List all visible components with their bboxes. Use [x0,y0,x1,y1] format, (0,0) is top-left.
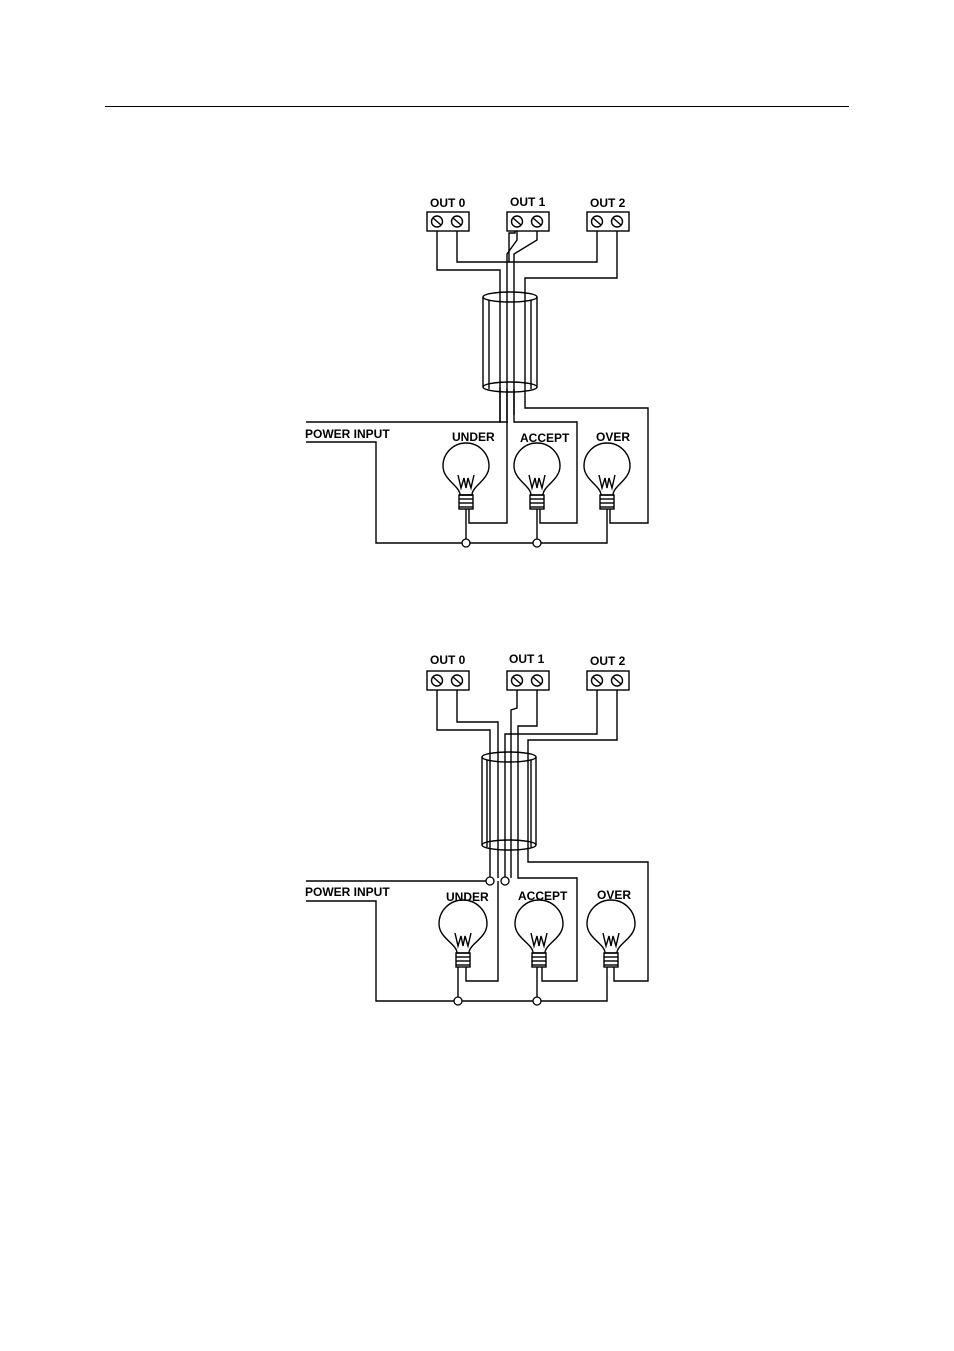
junction-node [533,539,541,547]
junction-node [462,539,470,547]
cable-shield [483,292,537,392]
terminal-block-out2 [587,212,629,231]
junction-node [454,997,462,1005]
terminal-wires [437,690,648,981]
header-rule [105,106,849,107]
lamp-under-icon [439,900,487,981]
terminal-label-out2: OUT 2 [590,654,626,668]
junction-node [501,877,509,885]
terminal-label-out1: OUT 1 [510,195,546,209]
terminal-block-out2 [587,671,629,690]
terminal-label-out0: OUT 0 [430,653,466,667]
wiring-diagram-1: OUT 0 OUT 1 OUT 2 [300,190,656,550]
terminal-block-out1 [507,212,549,231]
lamp-under-icon [443,443,489,523]
terminal-label-out2: OUT 2 [590,196,626,210]
lamp-label-accept: ACCEPT [520,431,570,445]
lamp-over-icon [587,900,635,981]
lamp-over-icon [584,443,630,523]
junction-node [533,997,541,1005]
terminal-label-out0: OUT 0 [430,196,466,210]
terminal-block-out1 [507,671,549,690]
power-input-wire [306,442,607,543]
lamp-accept-icon [514,443,560,523]
power-input-label: POWER INPUT [305,885,390,899]
power-input-label: POWER INPUT [305,427,390,441]
wiring-diagram-2: OUT 0 OUT 1 OUT 2 [300,648,656,1008]
terminal-label-out1: OUT 1 [509,652,545,666]
junction-node [486,877,494,885]
lamp-label-under: UNDER [452,430,495,444]
terminal-block-out0 [427,671,469,690]
lamp-accept-icon [515,900,563,981]
lamp-label-over: OVER [596,430,630,444]
terminal-block-out0 [427,212,469,231]
